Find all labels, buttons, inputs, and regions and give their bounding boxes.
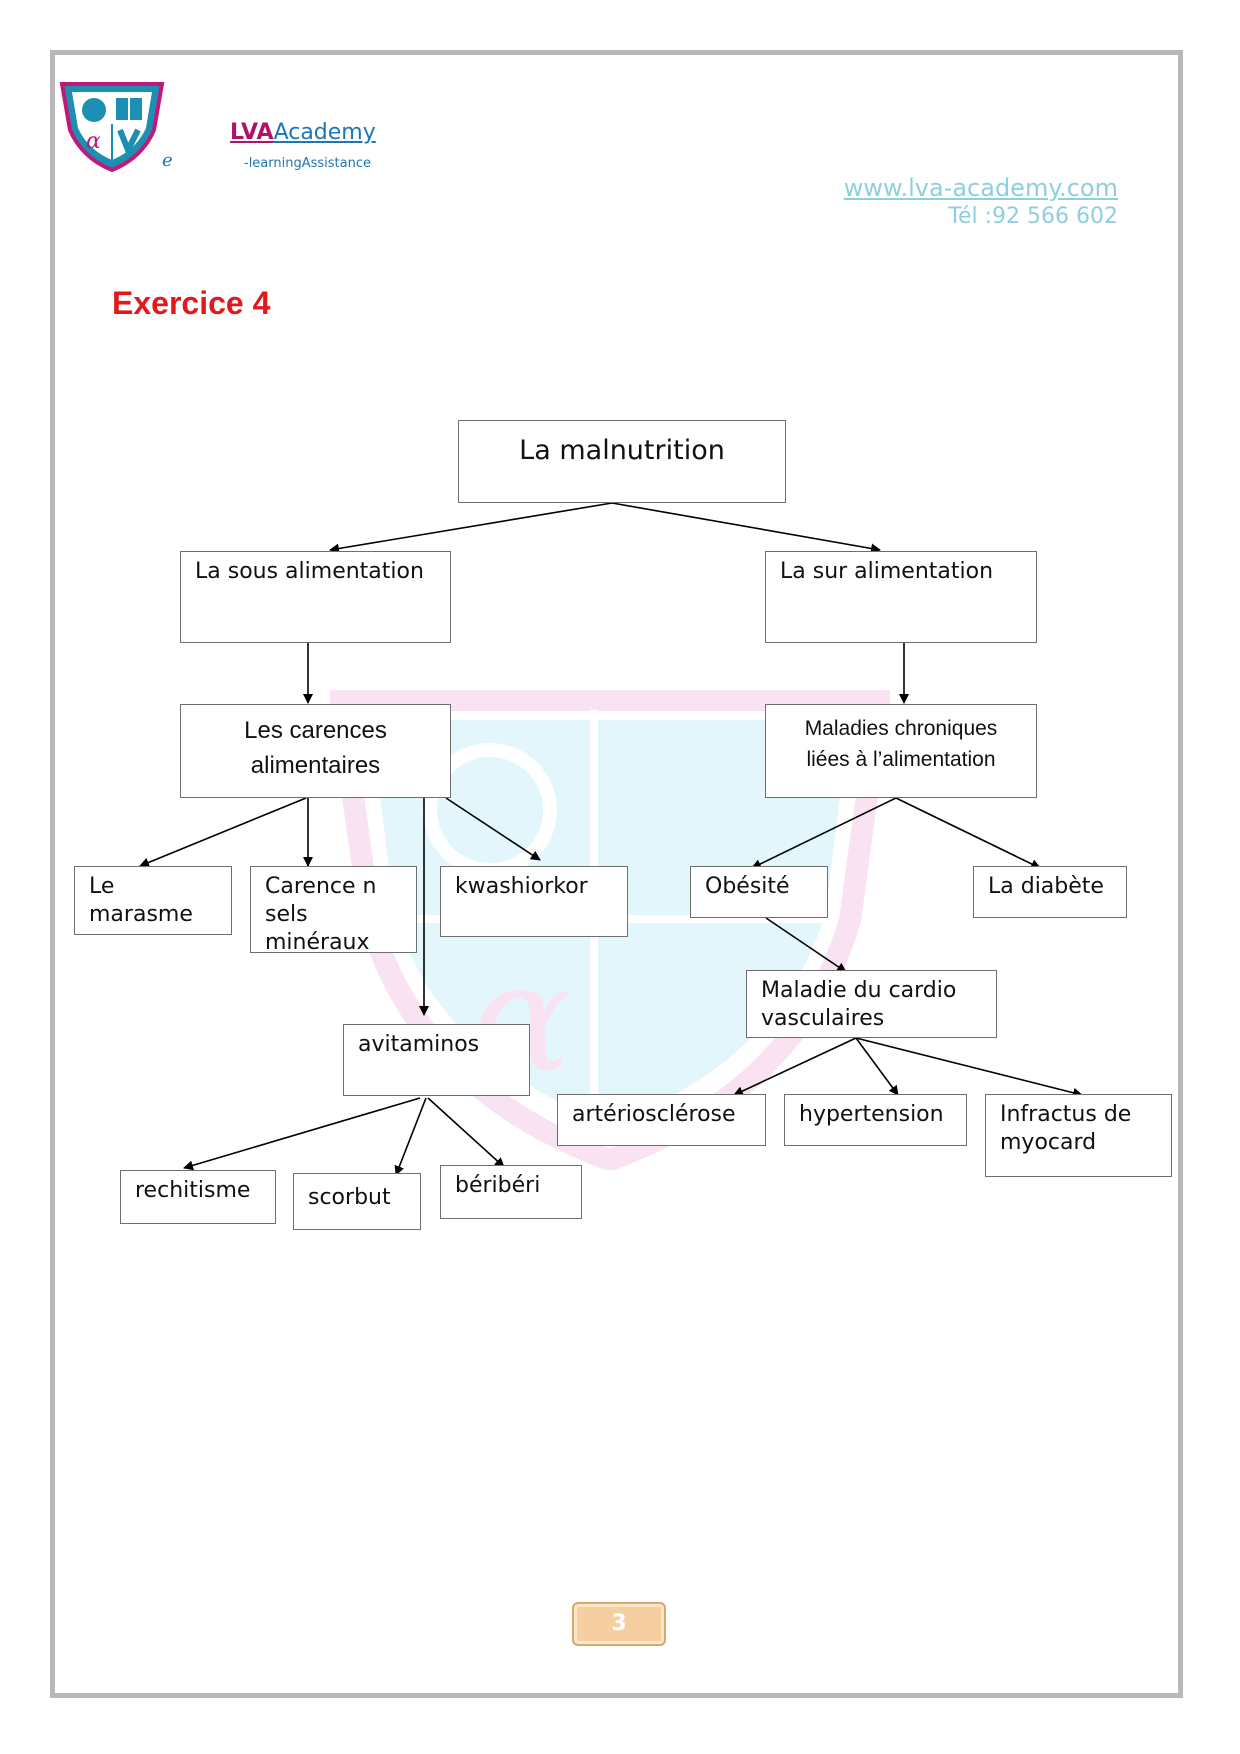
edge-root-sur <box>611 502 881 554</box>
node-arteriosclerose: artériosclérose <box>557 1094 766 1146</box>
node-sous-alimentation: La sous alimentation <box>180 551 451 643</box>
edge-carences-kwashiorkor <box>445 797 541 861</box>
page-number: 3 <box>572 1602 666 1646</box>
edge-avitaminos-beriberi <box>427 1097 505 1168</box>
website-link[interactable]: www.lva-academy.com <box>843 174 1118 202</box>
node-carence-sels: Carence n sels minéraux <box>250 866 417 953</box>
edge-cardio-hypertension <box>855 1037 899 1096</box>
edge-cardio-infractus <box>855 1037 1083 1098</box>
node-maladies-chroniques: Maladies chroniques liées à l’alimentati… <box>765 704 1037 798</box>
phone-number: Tél :92 566 602 <box>948 204 1118 229</box>
page-frame <box>50 50 1183 1698</box>
edge-carences-marasme <box>139 797 307 868</box>
exercise-title: Exercice 4 <box>112 285 271 321</box>
node-carences-alimentaires: Les carences alimentaires <box>180 704 451 798</box>
edge-obesite-cardio <box>765 917 847 973</box>
svg-text:α: α <box>86 129 101 154</box>
lva-logo-icon: α <box>59 82 165 172</box>
edge-avitaminos-scorbut <box>394 1097 427 1176</box>
brand-e: e <box>162 150 173 171</box>
node-sur-alimentation: La sur alimentation <box>765 551 1037 643</box>
node-marasme: Le marasme <box>74 866 232 935</box>
edge-maladies-obesite <box>751 797 897 869</box>
node-rechitisme: rechitisme <box>120 1170 276 1224</box>
node-cardio-vasculaires: Maladie du cardio vasculaires <box>746 970 997 1038</box>
node-kwashiorkor: kwashiorkor <box>440 866 628 937</box>
node-obesite: Obésité <box>690 866 828 918</box>
node-scorbut: scorbut <box>293 1173 421 1230</box>
node-root: La malnutrition <box>458 420 786 503</box>
node-hypertension: hypertension <box>784 1094 967 1146</box>
brand-tagline: -learningAssistance <box>244 156 371 171</box>
node-avitaminos: avitaminos <box>343 1024 530 1096</box>
brand-lva: LVA <box>230 120 274 145</box>
edge-avitaminos-rechitisme <box>183 1097 421 1171</box>
brand-academy: Academy <box>273 120 376 145</box>
edge-maladies-diabete <box>895 797 1041 869</box>
node-infractus: Infractus de myocard <box>985 1094 1172 1177</box>
edge-cardio-arterio <box>733 1037 857 1096</box>
node-diabete: La diabète <box>973 866 1127 918</box>
node-beriberi: béribéri <box>440 1165 582 1219</box>
edge-root-sous <box>329 502 613 554</box>
brand-name: LVAAcademy <box>230 120 376 145</box>
